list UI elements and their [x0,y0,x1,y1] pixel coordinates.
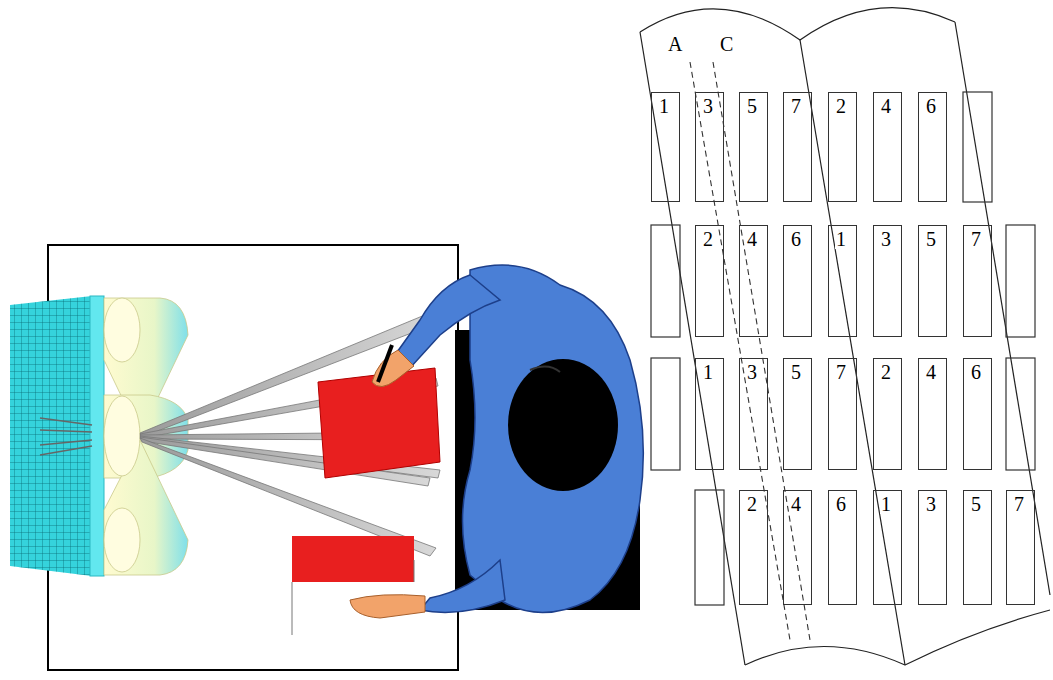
pixel-column: 2 [695,225,724,337]
view-number: 3 [880,229,892,249]
view-number: 4 [880,96,892,116]
pixel-column: 4 [873,92,902,202]
pixel-column: 5 [783,358,812,470]
pixel-column: 6 [828,490,857,605]
view-number: 5 [970,494,982,514]
view-number: 2 [880,362,892,382]
view-number: 6 [970,362,982,382]
viewer-scene [10,245,643,670]
pixel-column: 7 [783,92,812,202]
view-number: 2 [746,494,758,514]
pixel-column: 4 [783,490,812,605]
view-number: 3 [925,494,937,514]
pixel-column: 3 [873,225,902,337]
view-number: 4 [790,494,802,514]
view-number: 1 [880,494,892,514]
pixel-column: 1 [828,225,857,337]
pixel-column: 5 [918,225,947,337]
view-number: 2 [835,96,847,116]
lenticular-sheet [640,8,1050,665]
view-number: 5 [925,229,937,249]
view-number: 7 [790,96,802,116]
pixel-column: 2 [739,490,768,605]
view-label: A [667,34,683,54]
desk-frame [48,245,458,670]
view-lines [690,62,810,640]
pixel-column: 7 [1006,490,1035,605]
empty-pixel-columns [651,92,1035,605]
view-number: 1 [702,362,714,382]
pixel-column: 2 [828,92,857,202]
papers [292,368,440,635]
pixel-column: 4 [918,358,947,470]
view-number: 7 [1013,494,1025,514]
lens-panel [90,296,104,576]
view-number: 2 [702,229,714,249]
pixel-column: 7 [828,358,857,470]
view-number: 1 [835,229,847,249]
view-number: 5 [746,96,758,116]
view-number: 3 [702,96,714,116]
view-number: 4 [925,362,937,382]
screen-rays [40,418,92,455]
view-number: 7 [970,229,982,249]
pixel-column: 3 [918,490,947,605]
pixel-column: 5 [963,490,992,605]
view-number: 6 [835,494,847,514]
pixel-column: 2 [873,358,902,470]
view-number: 3 [746,362,758,382]
pixel-column: 3 [739,358,768,470]
view-number: 6 [925,96,937,116]
view-number: 7 [835,362,847,382]
pixel-column: 4 [739,225,768,337]
view-number: 5 [790,362,802,382]
pixel-column: 1 [873,490,902,605]
grid-screen [10,296,92,576]
pixel-column: 1 [695,358,724,470]
view-number: 4 [746,229,758,249]
pixel-column: 3 [695,92,724,202]
view-number: 1 [658,96,670,116]
pixel-column: 6 [963,358,992,470]
screen-grid [10,296,92,576]
person [350,265,643,618]
pixel-column: 5 [739,92,768,202]
pixel-column: 1 [651,92,680,202]
pixel-column: 6 [918,92,947,202]
light-beams [140,312,440,556]
pixel-column: 6 [783,225,812,337]
pixel-column: 7 [963,225,992,337]
view-number: 6 [790,229,802,249]
view-label: C [719,34,734,54]
